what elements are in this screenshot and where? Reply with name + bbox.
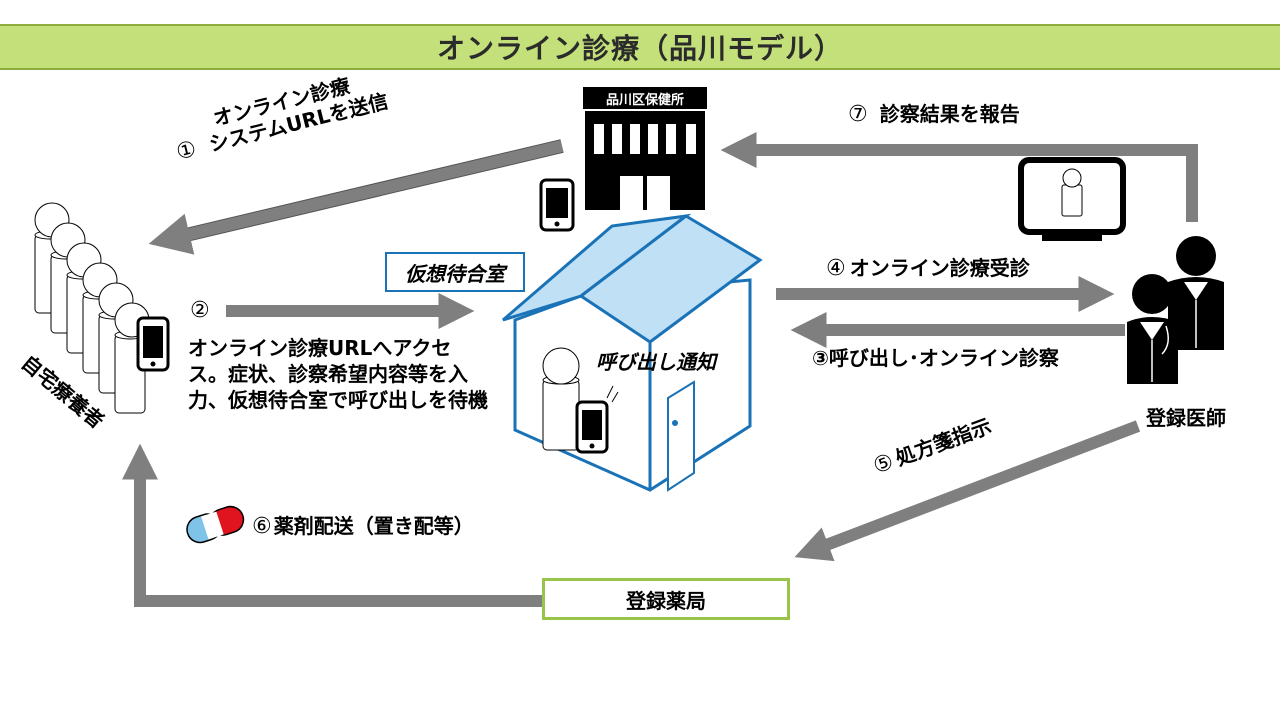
monitor-icon xyxy=(1018,157,1126,241)
step6-number: ⑥ xyxy=(252,514,272,539)
arrow-send-url xyxy=(148,139,564,255)
smartphone-icon xyxy=(539,178,575,232)
step4-text: オンライン診療受診 xyxy=(849,256,1030,280)
smartphone-icon xyxy=(136,316,170,372)
arrow-delivery xyxy=(122,443,542,607)
virtual-waiting-room-label: 仮想待合室 xyxy=(385,252,525,292)
patient-icon xyxy=(34,202,150,414)
arrow-report xyxy=(720,132,1198,222)
step7-label: ⑦ 診察結果を報告 xyxy=(848,102,1020,128)
step2-number: ② xyxy=(190,298,210,323)
arrow-prescription xyxy=(794,420,1141,562)
page-title: オンライン診療（品川モデル） xyxy=(436,32,843,65)
title-bar: オンライン診療（品川モデル） xyxy=(0,24,1280,70)
pharmacy-label: 登録薬局 xyxy=(542,578,790,620)
capsule-icon xyxy=(186,505,245,544)
house-icon xyxy=(502,213,763,492)
health-center-sign: 品川区保健所 xyxy=(606,92,684,108)
step6-text: 薬剤配送（置き配等） xyxy=(273,514,474,538)
building-icon xyxy=(583,87,707,210)
patient-icon xyxy=(542,347,580,451)
smartphone-icon xyxy=(575,385,619,454)
doctor-label: 登録医師 xyxy=(1146,406,1226,430)
step2-description: オンライン診療URLへアクセス。症状、診察希望内容等を入力、仮想待合室で呼び出し… xyxy=(188,336,488,412)
step7-text: 診察結果を報告 xyxy=(879,102,1020,126)
step3-label: ③呼び出し･オンライン診察 xyxy=(812,346,1059,370)
doctor-icon xyxy=(1127,236,1224,384)
step4-number: ④ xyxy=(826,256,846,281)
call-notification-label: 呼び出し通知 xyxy=(596,350,716,374)
step7-number: ⑦ xyxy=(848,102,868,127)
